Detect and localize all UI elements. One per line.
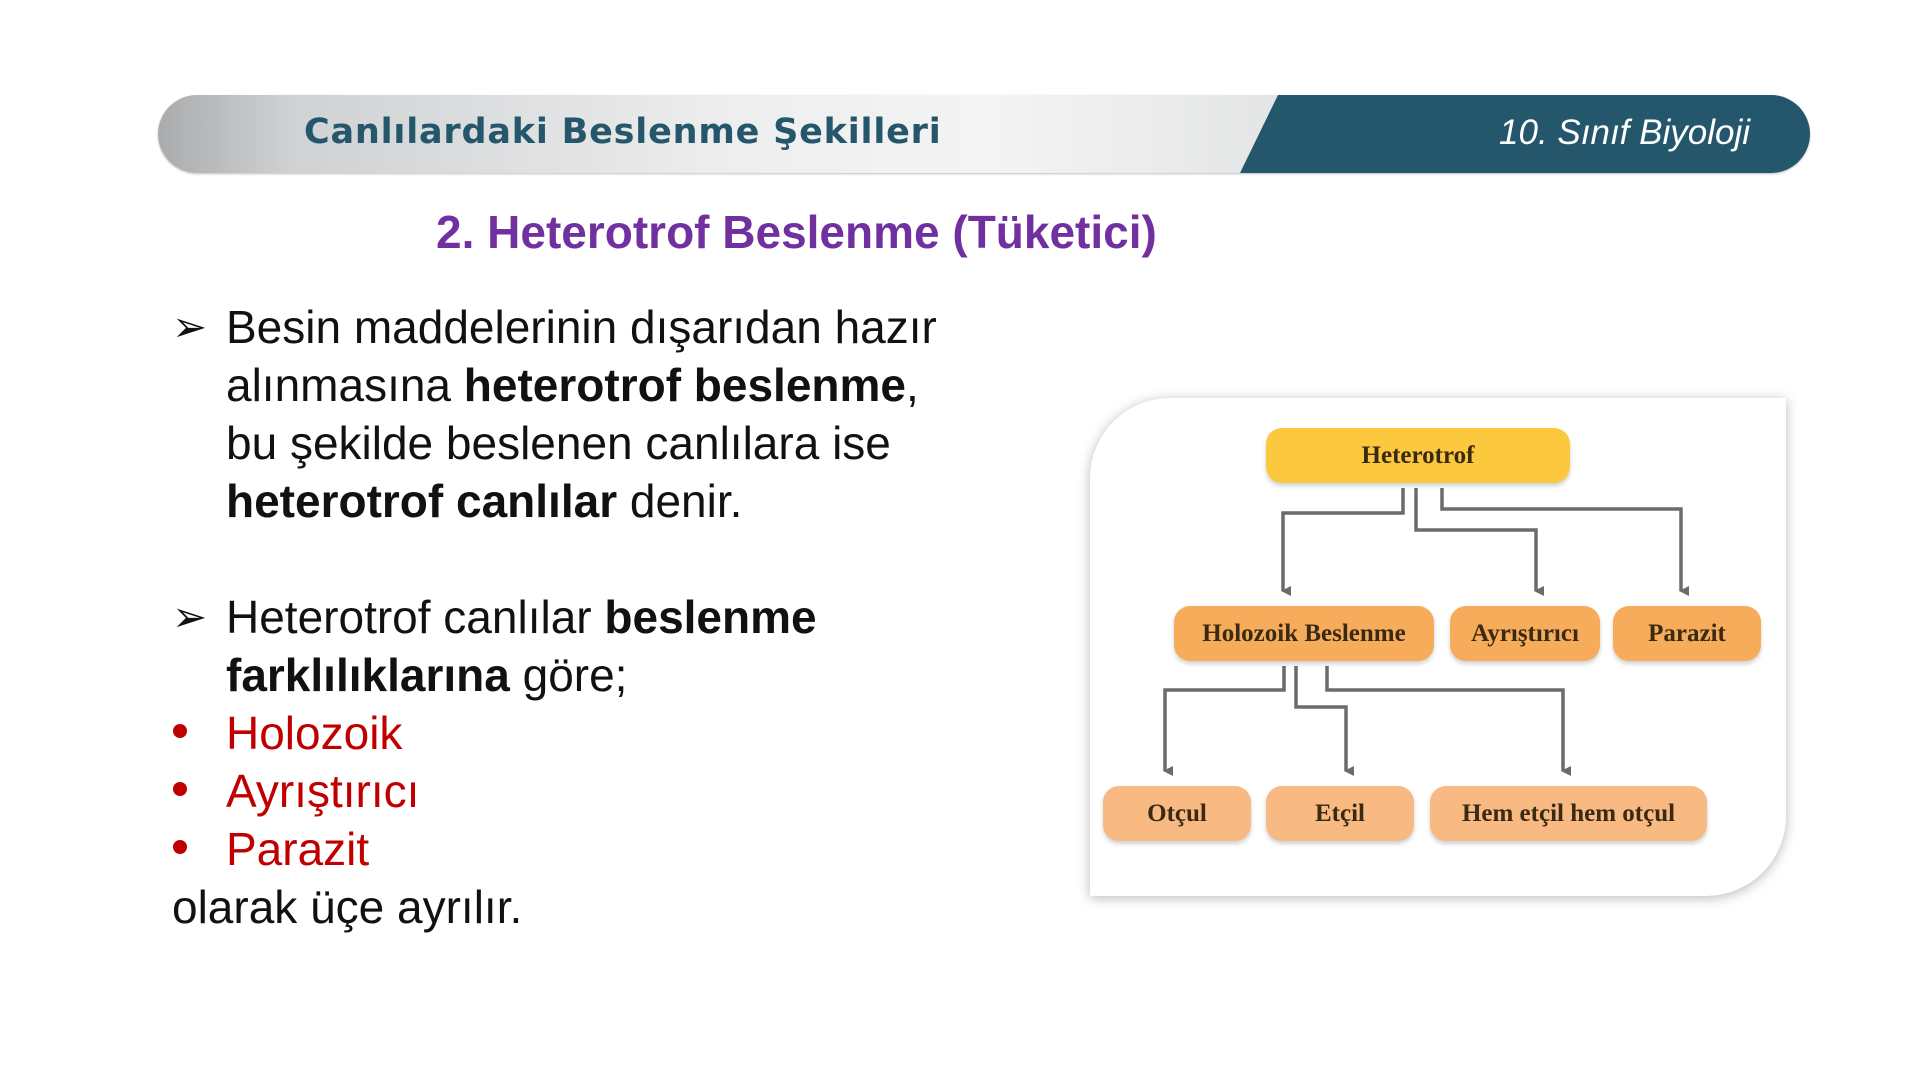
bullet-item-ayristirici: Ayrıştırıcı xyxy=(226,765,420,817)
header-banner: Canlılardaki Beslenme Şekilleri 10. Sını… xyxy=(158,95,1810,173)
diagram-node-ayristirici: Ayrıştırıcı xyxy=(1450,606,1600,661)
diagram-panel: Heterotrof Holozoik Beslenme Ayrıştırıcı… xyxy=(1090,398,1786,896)
paragraph-2-line-1: Heterotrof canlılar beslenme xyxy=(226,588,817,646)
bold-term: farklılıklarına xyxy=(226,649,510,701)
paragraph-1: Besin maddelerinin dışarıdan hazır alınm… xyxy=(226,298,937,530)
text-span: , xyxy=(906,359,919,411)
arrow-bullet-icon: ➢ xyxy=(172,593,208,640)
text-span: denir. xyxy=(617,475,743,527)
closing-text: olarak üçe ayrılır. xyxy=(172,881,523,933)
bold-term: heterotrof beslenme xyxy=(463,359,907,411)
text-span: alınmasına xyxy=(226,359,464,411)
header-subject: 10. Sınıf Biyoloji xyxy=(1499,113,1750,152)
text-span: göre; xyxy=(509,649,628,701)
section-title: 2. Heterotrof Beslenme (Tüketici) xyxy=(436,206,1157,258)
paragraph-1-line-2: alınmasına heterotrof beslenme, xyxy=(226,356,937,414)
bold-term: beslenme xyxy=(604,591,817,643)
paragraph-2-line-2: farklılıklarına göre; xyxy=(226,646,817,704)
paragraph-1-line-1: Besin maddelerinin dışarıdan hazır xyxy=(226,301,937,353)
diagram-node-parazit: Parazit xyxy=(1613,606,1761,661)
paragraph-1-line-4: heterotrof canlılar denir. xyxy=(226,472,937,530)
text-span: Heterotrof canlılar xyxy=(226,591,605,643)
diagram-node-etcil: Etçil xyxy=(1266,786,1414,841)
paragraph-2: Heterotrof canlılar beslenme farklılıkla… xyxy=(226,588,817,704)
diagram-node-heterotrof: Heterotrof xyxy=(1266,428,1570,483)
header-banner-dark-segment xyxy=(1240,95,1810,173)
diagram-node-holozoik-beslenme: Holozoik Beslenme xyxy=(1174,606,1434,661)
bullet-dot xyxy=(173,840,187,854)
bullet-item-parazit: Parazit xyxy=(226,823,370,875)
arrow-bullet-icon: ➢ xyxy=(172,303,208,350)
header-title: Canlılardaki Beslenme Şekilleri xyxy=(304,112,942,152)
bullet-dot xyxy=(173,724,187,738)
paragraph-1-line-3: bu şekilde beslenen canlılara ise xyxy=(226,417,891,469)
bullet-dot xyxy=(173,782,187,796)
bullet-item-holozoik: Holozoik xyxy=(226,707,403,759)
diagram-node-hem-etcil-hem-otcul: Hem etçil hem otçul xyxy=(1430,786,1707,841)
bold-term: heterotrof canlılar xyxy=(226,475,618,527)
diagram-node-otcul: Otçul xyxy=(1103,786,1251,841)
diagram-connectors xyxy=(1163,488,1689,776)
